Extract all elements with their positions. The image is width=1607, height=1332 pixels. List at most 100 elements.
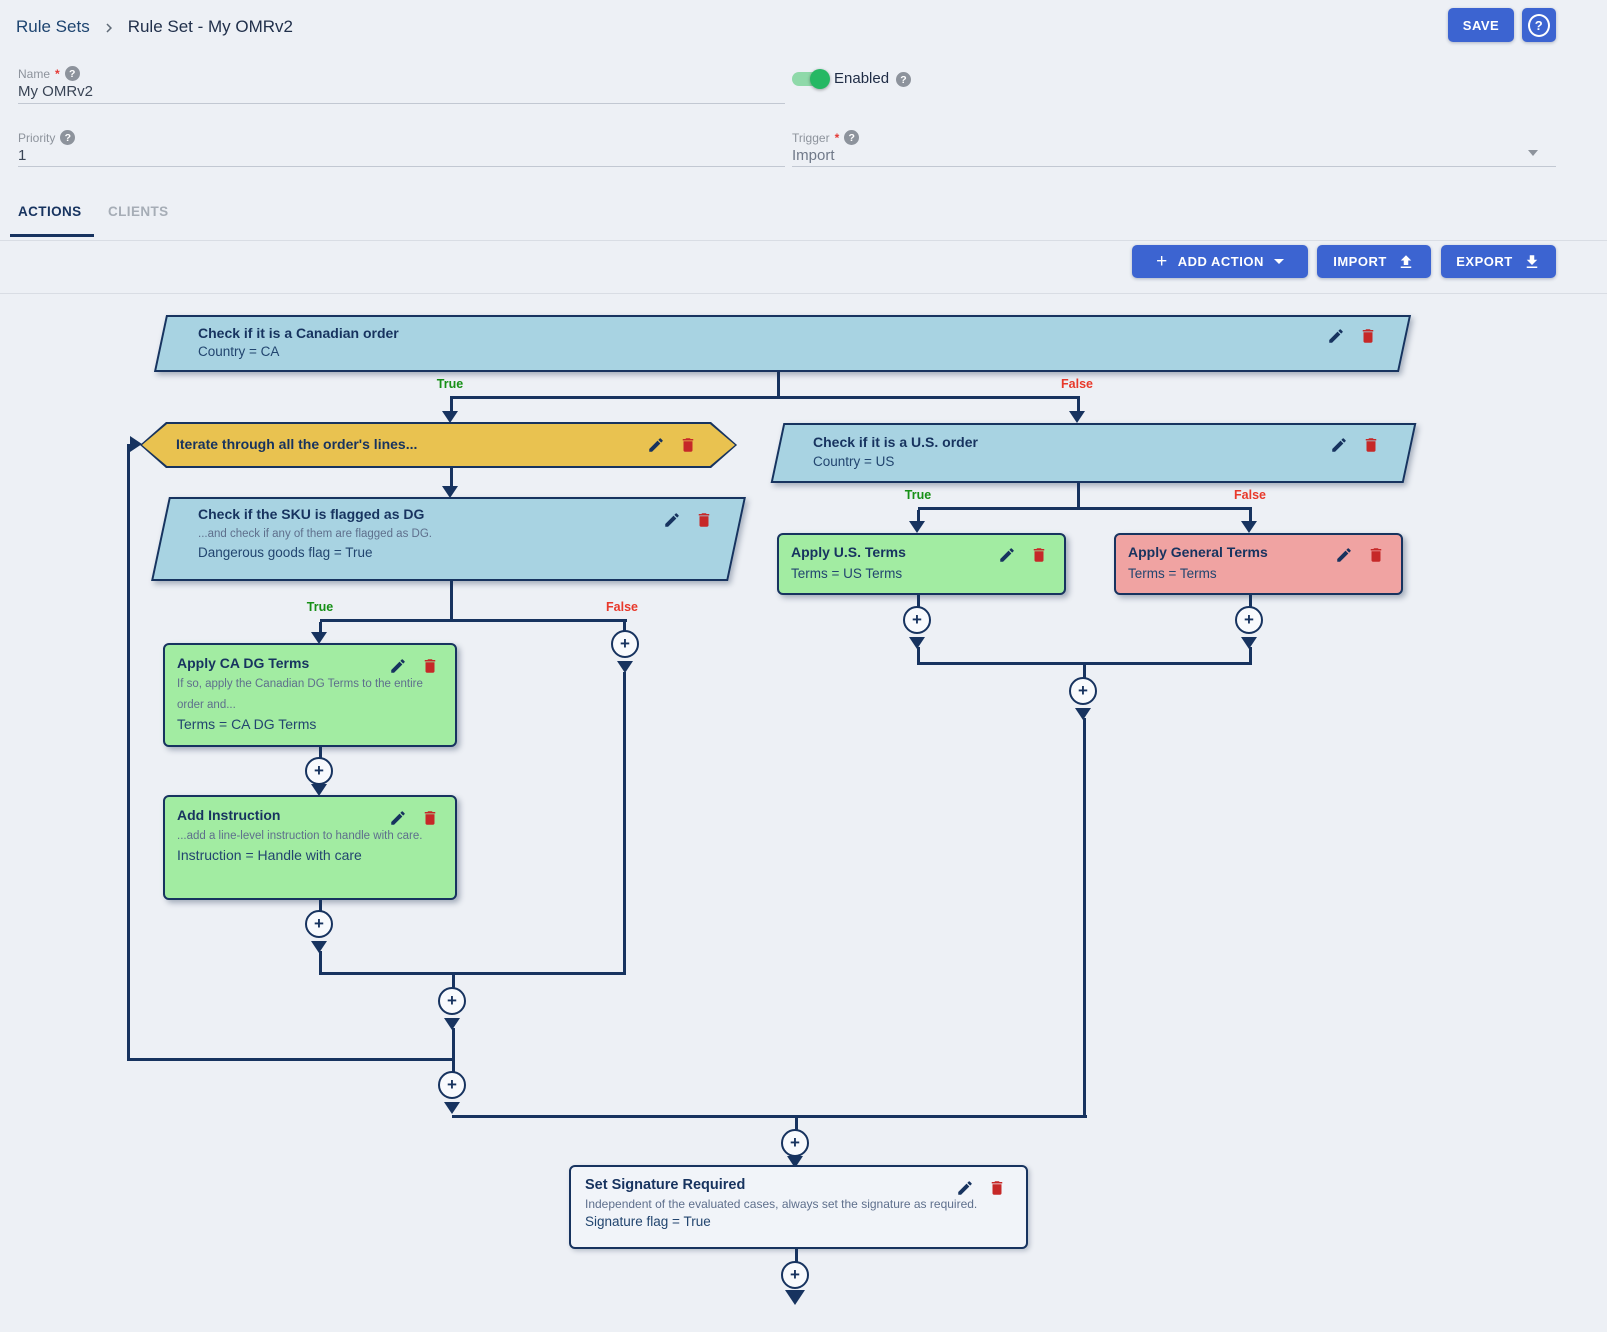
connector	[623, 672, 626, 974]
breadcrumb-rule-sets[interactable]: Rule Sets	[16, 17, 90, 36]
connector	[452, 1115, 1087, 1118]
edit-icon[interactable]	[663, 511, 681, 529]
tab-clients[interactable]: CLIENTS	[108, 204, 169, 219]
flow-node-apply-ca-dg-terms[interactable]: Apply CA DG Terms If so, apply the Canad…	[163, 643, 457, 747]
connector	[320, 619, 627, 622]
connector	[1077, 483, 1080, 509]
branch-label-true: True	[436, 377, 464, 391]
connector	[1083, 718, 1086, 1117]
node-description: ...and check if any of them are flagged …	[198, 528, 432, 540]
priority-help-icon[interactable]: ?	[60, 130, 76, 145]
delete-icon[interactable]	[695, 511, 713, 529]
connector	[452, 975, 455, 988]
connector	[917, 510, 920, 522]
help-button[interactable]: ?	[1522, 8, 1556, 42]
node-description: Independent of the evaluated cases, alwa…	[585, 1197, 978, 1211]
arrow-down-icon	[311, 632, 327, 644]
node-title: Apply U.S. Terms	[791, 544, 906, 560]
node-value: Country = US	[813, 454, 895, 469]
delete-icon[interactable]	[1362, 436, 1380, 454]
edit-icon[interactable]	[956, 1179, 974, 1197]
trigger-caret-down-icon[interactable]	[1528, 150, 1538, 156]
connector	[319, 972, 626, 975]
connector	[917, 647, 920, 664]
connector	[450, 396, 1080, 399]
edit-icon[interactable]	[389, 657, 407, 675]
connector	[1249, 647, 1252, 664]
add-action-button[interactable]: + ADD ACTION	[1132, 245, 1308, 278]
flow-node-set-signature[interactable]: Set Signature Required Independent of th…	[569, 1165, 1028, 1249]
node-title: Apply CA DG Terms	[177, 655, 310, 671]
connector	[319, 747, 322, 758]
branch-label-true: True	[306, 600, 334, 614]
branch-label-false: False	[606, 600, 638, 614]
arrow-down-icon	[444, 1018, 460, 1030]
edit-icon[interactable]	[998, 546, 1016, 564]
add-node-button[interactable]: +	[611, 630, 639, 658]
flow-node-us-check[interactable]: Check if it is a U.S. order Country = US	[770, 423, 1417, 483]
trigger-select[interactable]: Import	[792, 147, 835, 164]
edit-icon[interactable]	[1330, 436, 1348, 454]
node-title: Apply General Terms	[1128, 544, 1268, 560]
node-value: Country = CA	[198, 344, 280, 359]
edit-icon[interactable]	[389, 809, 407, 827]
plus-icon: +	[1156, 250, 1168, 272]
save-button[interactable]: SAVE	[1448, 8, 1514, 42]
flow-node-sku-dg-check[interactable]: Check if the SKU is flagged as DG ...and…	[151, 497, 746, 581]
active-tab-underline	[10, 234, 94, 237]
add-node-button[interactable]: +	[781, 1129, 809, 1157]
tab-actions[interactable]: ACTIONS	[18, 204, 82, 219]
trigger-help-icon[interactable]: ?	[844, 130, 860, 145]
arrow-down-icon	[1241, 637, 1257, 649]
divider	[0, 293, 1607, 294]
add-node-button[interactable]: +	[438, 987, 466, 1015]
connector	[795, 1118, 798, 1131]
add-node-button[interactable]: +	[781, 1261, 809, 1289]
delete-icon[interactable]	[421, 657, 439, 675]
import-button[interactable]: IMPORT	[1317, 245, 1431, 278]
connector	[917, 595, 920, 607]
node-title: Check if the SKU is flagged as DG	[198, 506, 425, 522]
add-node-button[interactable]: +	[903, 606, 931, 634]
flow-node-iterate-lines[interactable]: Iterate through all the order's lines...	[140, 422, 737, 468]
add-node-button[interactable]: +	[305, 910, 333, 938]
connector	[1249, 510, 1252, 522]
add-node-button[interactable]: +	[438, 1071, 466, 1099]
arrow-right-icon	[130, 436, 142, 452]
top-bar: Rule Sets Rule Set - My OMRv2	[0, 0, 1607, 54]
delete-icon[interactable]	[1030, 546, 1048, 564]
delete-icon[interactable]	[1359, 327, 1377, 345]
delete-icon[interactable]	[421, 809, 439, 827]
edit-icon[interactable]	[1335, 546, 1353, 564]
edit-icon[interactable]	[1327, 327, 1345, 345]
help-icon: ?	[1528, 13, 1550, 37]
export-button[interactable]: EXPORT	[1441, 245, 1556, 278]
branch-label-false: False	[1061, 377, 1093, 391]
delete-icon[interactable]	[1367, 546, 1385, 564]
connector	[777, 372, 780, 397]
enabled-label: Enabled	[834, 70, 890, 87]
name-input[interactable]	[18, 83, 778, 100]
add-node-button[interactable]: +	[1069, 677, 1097, 705]
arrow-down-icon	[311, 784, 327, 796]
breadcrumb-current-page: Rule Set - My OMRv2	[127, 17, 294, 36]
enabled-help-icon[interactable]: ?	[896, 72, 911, 87]
connector	[1083, 665, 1086, 678]
flow-node-canadian-check[interactable]: Check if it is a Canadian order Country …	[153, 315, 1412, 372]
priority-input[interactable]	[18, 147, 778, 164]
arrow-down-icon	[442, 411, 458, 423]
name-help-icon[interactable]: ?	[64, 66, 80, 81]
name-underline	[18, 103, 785, 104]
node-value: Instruction = Handle with care	[177, 847, 362, 863]
add-node-button[interactable]: +	[1235, 606, 1263, 634]
caret-down-icon	[1273, 259, 1284, 264]
delete-icon[interactable]	[988, 1179, 1006, 1197]
enabled-toggle[interactable]	[792, 69, 830, 89]
add-node-button[interactable]: +	[305, 757, 333, 785]
delete-icon[interactable]	[679, 436, 697, 454]
edit-icon[interactable]	[647, 436, 665, 454]
flow-node-apply-us-terms[interactable]: Apply U.S. Terms Terms = US Terms	[777, 533, 1066, 595]
flow-node-apply-general-terms[interactable]: Apply General Terms Terms = Terms	[1114, 533, 1403, 595]
flow-node-add-instruction[interactable]: Add Instruction ...add a line-level inst…	[163, 795, 457, 900]
node-title: Add Instruction	[177, 807, 281, 823]
